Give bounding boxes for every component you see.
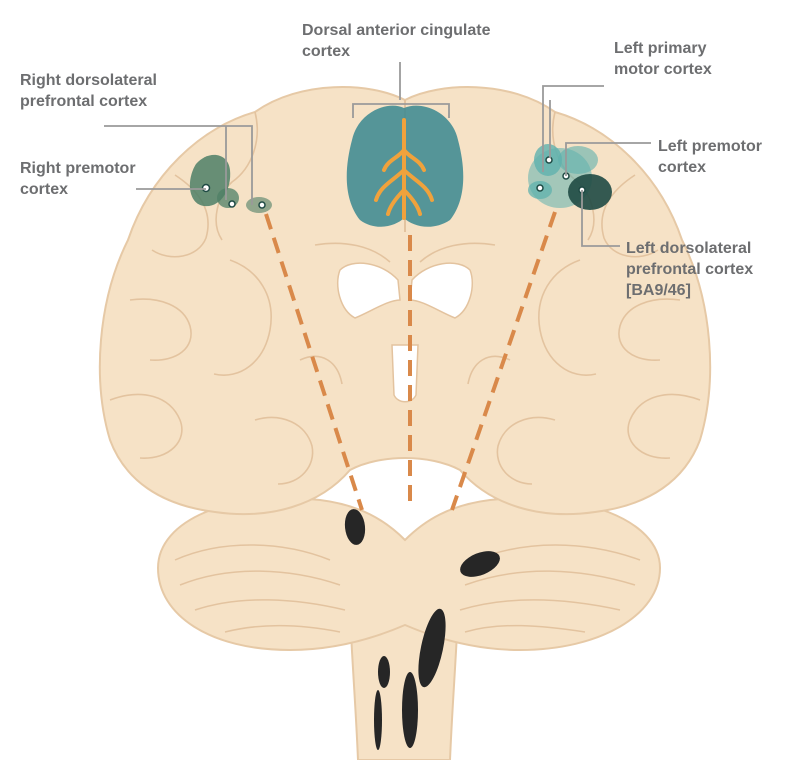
- leader-lines: [104, 62, 651, 247]
- region-markers: [201, 156, 586, 209]
- label-right-premotor-line-1: Right premotor: [20, 160, 136, 177]
- label-right-dlpfc-line-1: Right dorsolateral: [20, 72, 157, 89]
- left-primary-motor-region-2: [558, 146, 598, 174]
- lesions: [344, 509, 500, 750]
- label-left-premotor-line-1: Left premotor: [658, 138, 762, 155]
- cortical-folds: [109, 111, 701, 485]
- label-right-premotor-line-2: cortex: [20, 181, 69, 198]
- label-left-primary-motor-line-2: motor cortex: [614, 61, 712, 78]
- left-dlpfc-region: [568, 174, 612, 210]
- cingulate-sulcus: [374, 118, 434, 220]
- label-left-primary-motor: Left primary motor cortex: [614, 38, 712, 80]
- label-dacc: Dorsal anterior cingulate cortex: [302, 20, 491, 62]
- label-left-dlpfc-line-2: prefrontal cortex: [626, 261, 754, 278]
- label-right-dlpfc: Right dorsolateral prefrontal cortex: [20, 70, 157, 112]
- ventricles: [336, 262, 474, 403]
- label-right-dlpfc-line-2: prefrontal cortex: [20, 93, 148, 110]
- label-dacc-line-2: cortex: [302, 43, 351, 60]
- label-left-dlpfc-line-3: [BA9/46]: [626, 282, 691, 299]
- label-left-dlpfc: Left dorsolateral prefrontal cortex [BA9…: [626, 238, 753, 301]
- label-left-premotor-line-2: cortex: [658, 159, 707, 176]
- label-left-dlpfc-line-1: Left dorsolateral: [626, 240, 752, 257]
- cerebellum-folia: [174, 544, 641, 633]
- label-left-premotor: Left premotor cortex: [658, 136, 762, 178]
- right-dlpfc-region: [217, 188, 239, 208]
- label-left-primary-motor-line-1: Left primary: [614, 40, 707, 57]
- dashed-tracts: [264, 211, 557, 511]
- label-right-premotor: Right premotor cortex: [20, 158, 136, 200]
- cerebellum: [156, 497, 662, 652]
- label-dacc-line-1: Dorsal anterior cingulate: [302, 22, 491, 39]
